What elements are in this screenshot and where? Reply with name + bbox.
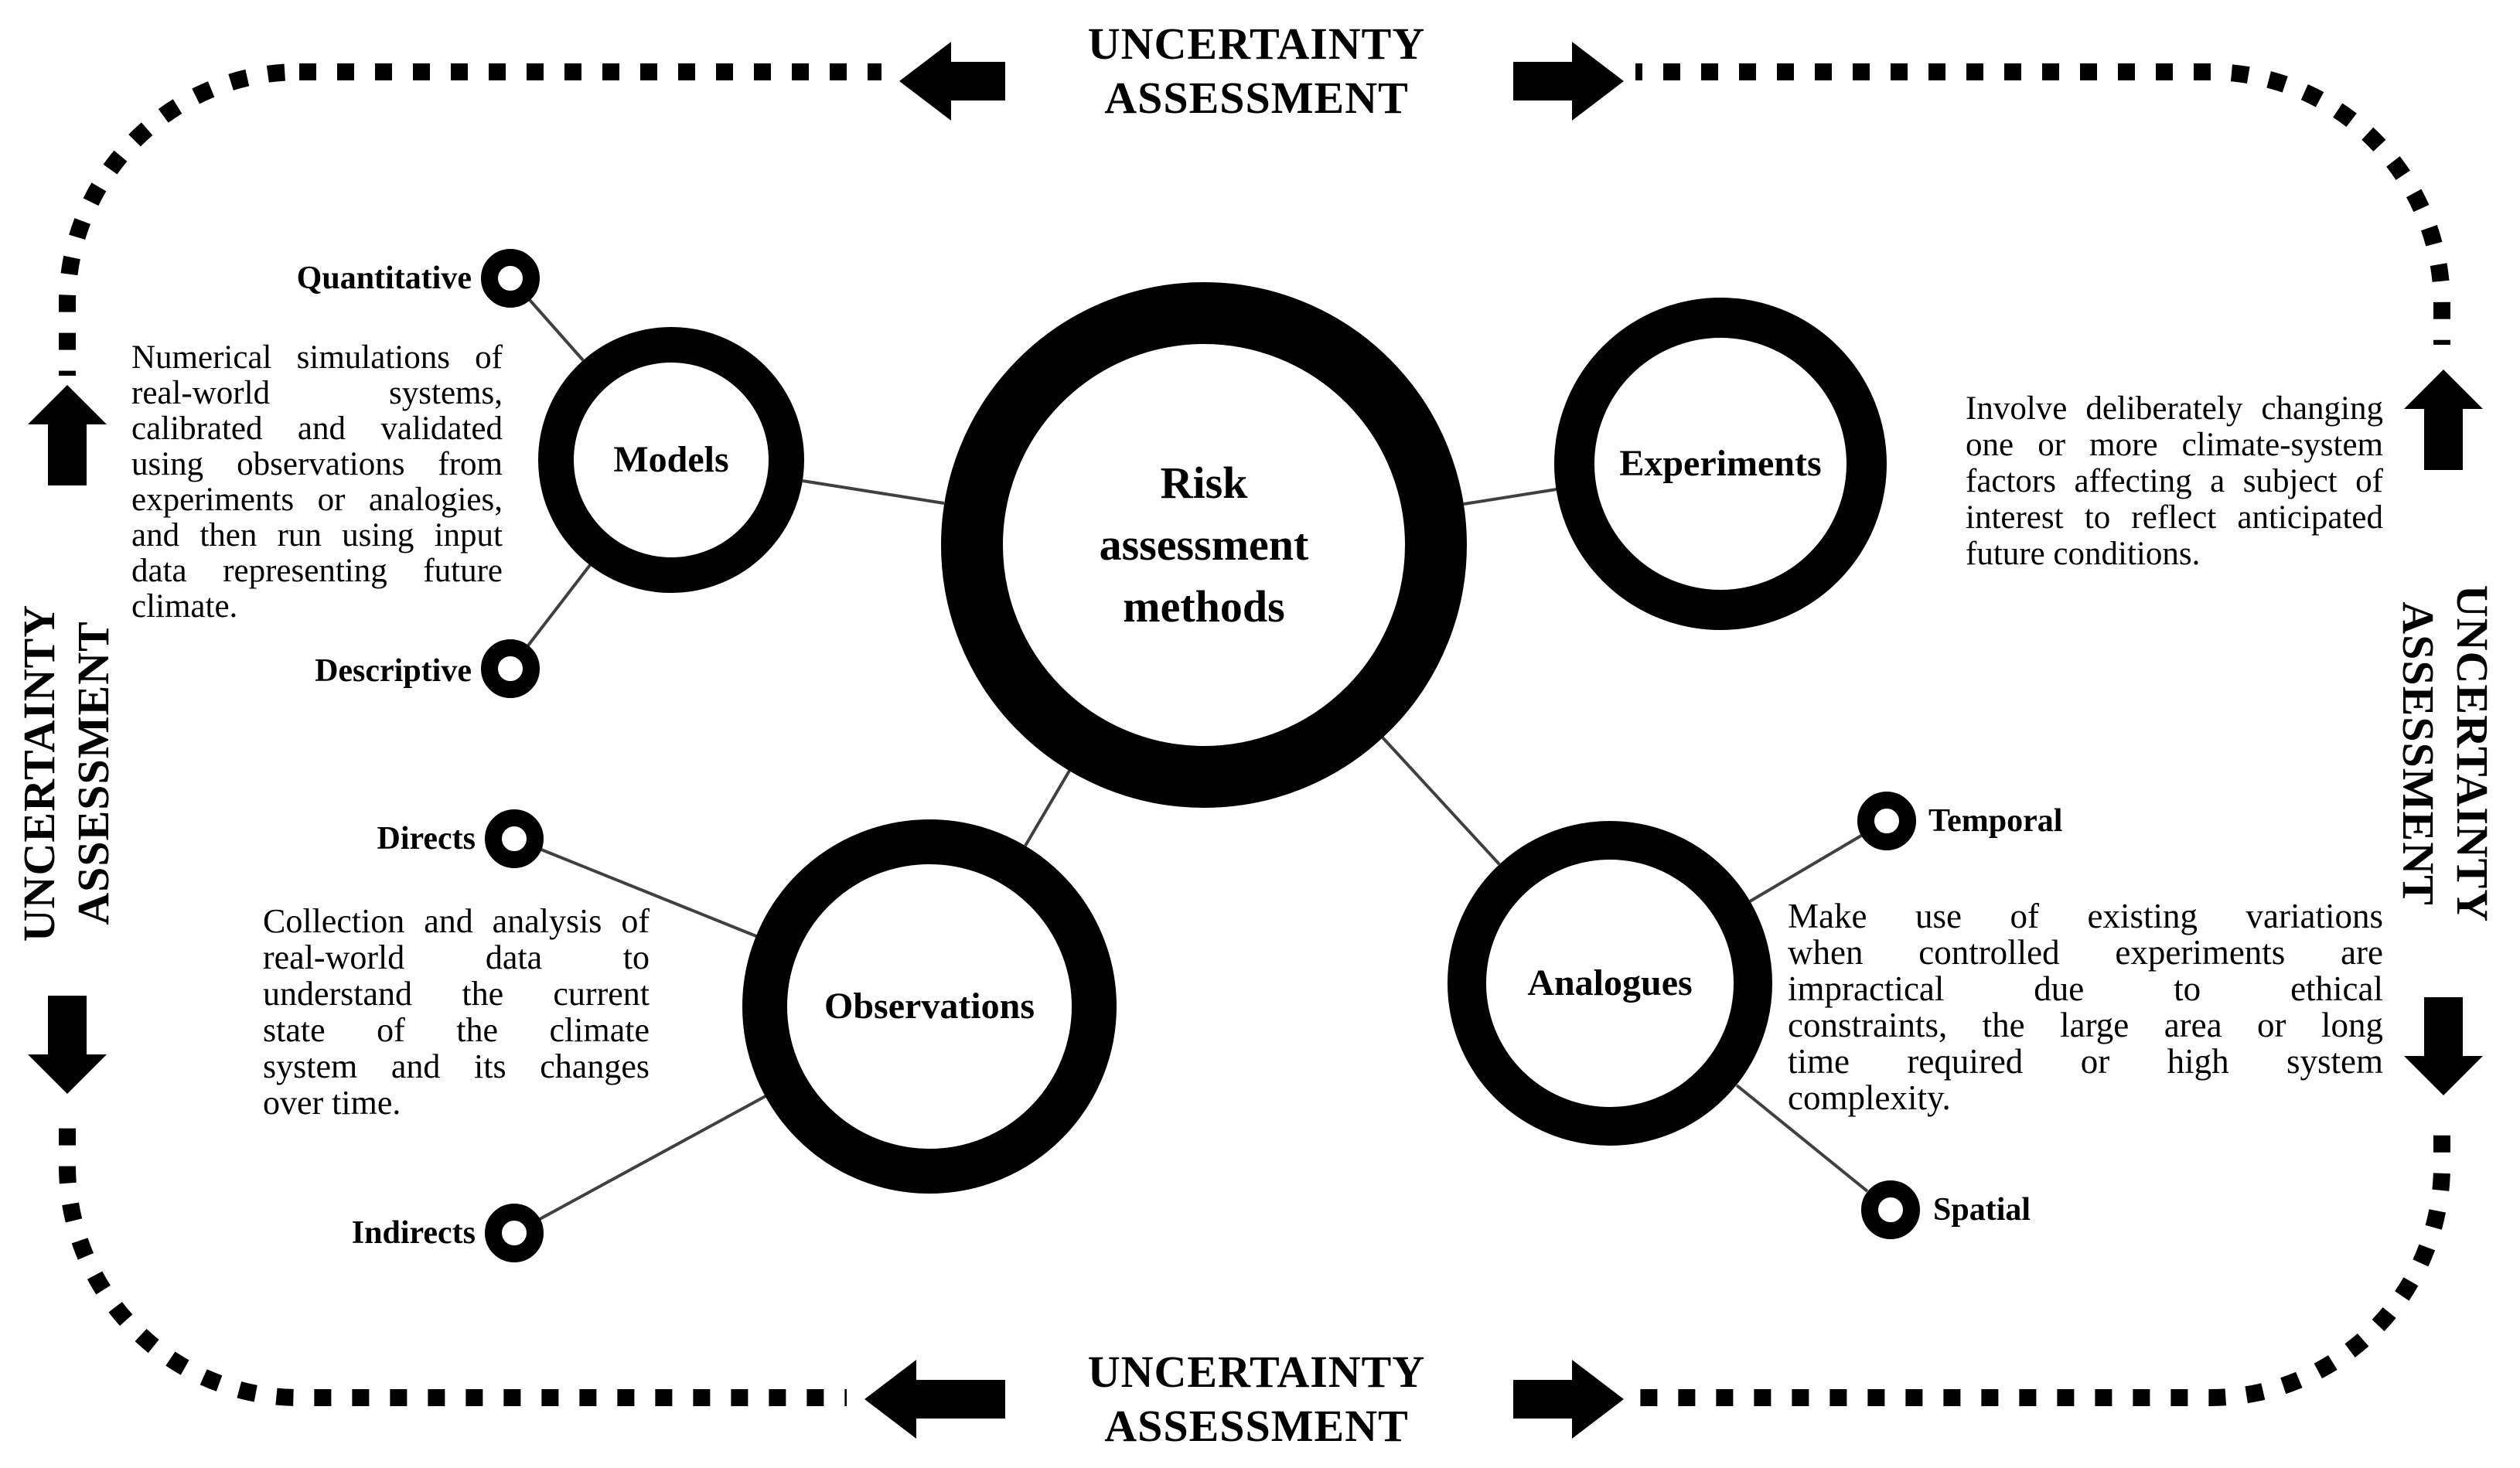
arrow-down-icon xyxy=(28,996,107,1094)
models-circle xyxy=(538,327,804,593)
connector-center-experiments xyxy=(1463,488,1557,506)
text-line: state of the climate xyxy=(263,1011,650,1049)
observations-label: Observations xyxy=(824,986,1035,1027)
uncertainty-label-right: UNCERTAINTY ASSESSMENT xyxy=(2391,585,2499,922)
border-gap-right xyxy=(2411,345,2476,1115)
connector-center-analogues xyxy=(1381,736,1501,866)
uncertainty-label-line: UNCERTAINTY xyxy=(2447,584,2498,923)
models-label: Models xyxy=(613,439,729,480)
text-line: assessment xyxy=(1099,519,1309,570)
text-line: impractical due to ethical xyxy=(1788,969,2383,1008)
arrow-up-icon xyxy=(28,385,107,485)
uncertainty-label-top: UNCERTAINTY ASSESSMENT xyxy=(1088,17,1425,125)
text-line: real-world data to xyxy=(263,938,650,976)
connector-analogues-spatial xyxy=(1735,1084,1869,1193)
text-line: constraints, the large area or long xyxy=(1788,1006,2383,1044)
text-line: methods xyxy=(1123,581,1285,632)
descriptive-node-icon xyxy=(481,639,540,698)
border-gap-top xyxy=(881,51,1635,105)
text-line: when controlled experiments are xyxy=(1788,933,2383,972)
text-line: Involve deliberately changing xyxy=(1966,390,2383,427)
analogues-label: Analogues xyxy=(1527,962,1693,1003)
experiments-circle xyxy=(1554,298,1887,630)
experiments-label: Experiments xyxy=(1619,443,1822,484)
connector-center-observations xyxy=(1024,769,1071,847)
arrow-left-icon xyxy=(899,42,1005,121)
directs-label: Directs xyxy=(377,821,476,857)
uncertainty-label-left: UNCERTAINTY ASSESSMENT xyxy=(12,605,121,942)
text-line: calibrated and validated xyxy=(131,410,503,447)
text-line: Collection and analysis of xyxy=(263,902,650,940)
text-line: complexity. xyxy=(1788,1078,1951,1117)
center-circle xyxy=(941,282,1467,808)
text-line: factors affecting a subject of xyxy=(1966,463,2383,499)
observations-circle xyxy=(742,819,1117,1194)
text-line: interest to reflect anticipated xyxy=(1966,499,2383,536)
connector-observations-indirects xyxy=(539,1095,766,1221)
uncertainty-label-line: ASSESSMENT xyxy=(68,621,118,925)
uncertainty-label-line: UNCERTAINTY xyxy=(1087,19,1426,69)
quantitative-label: Quantitative xyxy=(296,261,472,296)
spatial-label: Spatial xyxy=(1933,1192,2031,1228)
temporal-node-icon xyxy=(1857,792,1916,850)
connector-analogues-temporal xyxy=(1748,834,1863,903)
arrow-down-icon xyxy=(2404,997,2483,1095)
directs-node-icon xyxy=(485,809,544,868)
uncertainty-label-line: ASSESSMENT xyxy=(2393,601,2443,906)
uncertainty-label-bottom: UNCERTAINTY ASSESSMENT xyxy=(1088,1345,1425,1453)
text-line: understand the current xyxy=(263,975,650,1013)
text-line: Risk xyxy=(1160,458,1248,508)
temporal-label: Temporal xyxy=(1928,803,2063,839)
text-line: system and its changes xyxy=(263,1047,650,1085)
center-node-label: Risk assessment methods xyxy=(1100,452,1309,638)
uncertainty-label-line: UNCERTAINTY xyxy=(1087,1347,1426,1397)
quantitative-node-icon xyxy=(481,249,540,308)
text-line: Make use of existing variations xyxy=(1788,897,2383,935)
connector-observations-directs xyxy=(540,848,757,938)
border-gap-left xyxy=(36,376,99,1115)
text-line: experiments or analogies, xyxy=(131,482,503,518)
arrow-left-icon xyxy=(864,1360,1005,1439)
text-line: data representing future xyxy=(131,553,503,589)
uncertainty-label-line: ASSESSMENT xyxy=(1104,1401,1409,1451)
text-line: climate. xyxy=(131,588,238,625)
indirects-label: Indirects xyxy=(351,1215,476,1251)
connector-models-quantitative xyxy=(528,298,585,362)
text-line: real-world systems, xyxy=(131,375,503,411)
text-line: future conditions. xyxy=(1966,536,2201,572)
uncertainty-label-line: UNCERTAINTY xyxy=(14,604,64,942)
arrow-right-icon xyxy=(1513,1360,1624,1439)
text-line: using observations from xyxy=(131,446,503,482)
arrow-right-icon xyxy=(1513,42,1624,121)
text-line: and then run using input xyxy=(131,517,503,553)
uncertainty-label-line: ASSESSMENT xyxy=(1104,73,1409,123)
text-line: Numerical simulations of xyxy=(131,339,503,376)
text-line: over time. xyxy=(263,1084,401,1122)
dashed-border xyxy=(59,63,2450,1406)
arrow-up-icon xyxy=(2404,370,2483,470)
spatial-node-icon xyxy=(1861,1180,1920,1239)
indirects-node-icon xyxy=(485,1204,544,1262)
text-line: time required or high system xyxy=(1788,1042,2383,1081)
text-line: one or more climate-system xyxy=(1966,427,2383,463)
descriptive-label: Descriptive xyxy=(315,653,472,689)
analogues-circle xyxy=(1448,821,1772,1146)
connector-center-models xyxy=(802,479,945,505)
connector-models-descriptive xyxy=(527,564,592,647)
